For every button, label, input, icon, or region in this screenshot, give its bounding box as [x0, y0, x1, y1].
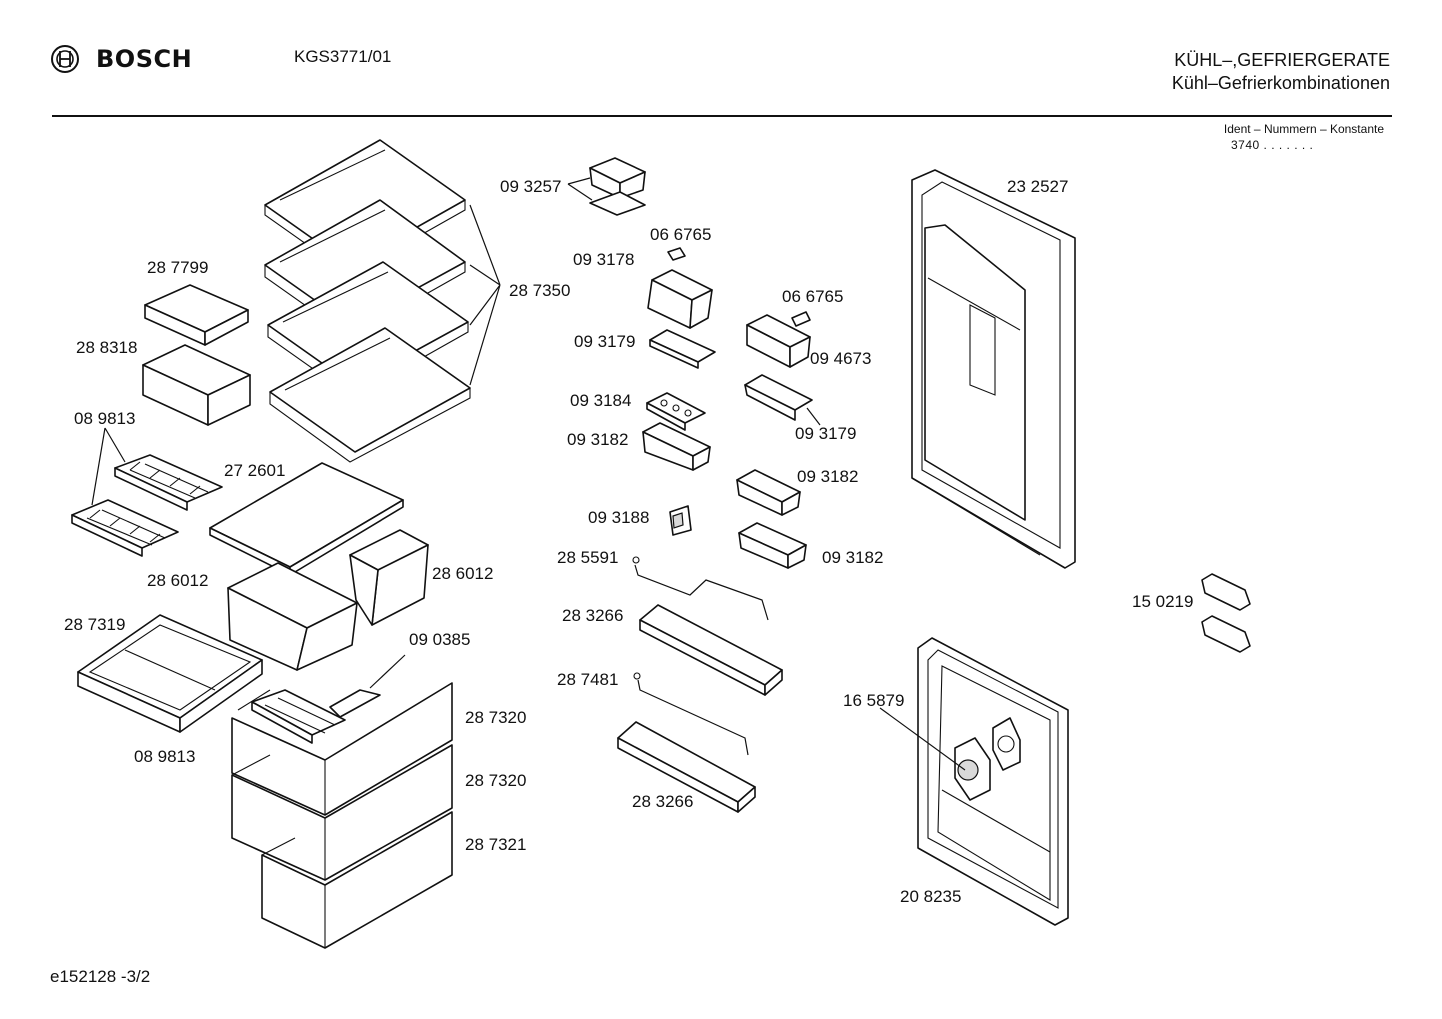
freezer-drawer[interactable]: [261, 811, 453, 949]
leader-line: [567, 177, 593, 201]
part-label: 28 7319: [64, 615, 125, 634]
egg-tray-lid[interactable]: [144, 284, 249, 346]
part-label: 28 7321: [465, 835, 526, 854]
part-label: 09 4673: [810, 349, 871, 368]
dairy-compartment[interactable]: [589, 157, 646, 216]
ident-title: Ident – Nummern – Konstante: [1223, 122, 1384, 136]
ident-value: 3740 . . . . . . .: [1231, 138, 1314, 152]
door-shelf-small[interactable]: [738, 522, 807, 569]
retaining-wire[interactable]: [633, 672, 749, 756]
part-label: 28 5591: [557, 548, 618, 567]
part-label: 09 3184: [570, 391, 631, 410]
part-label: 28 7320: [465, 708, 526, 727]
door-rack[interactable]: [639, 604, 783, 696]
document-code: e152128 -3/2: [50, 967, 151, 986]
brand-name: BOSCH: [96, 45, 193, 73]
leader-line: [806, 407, 821, 426]
door-rack[interactable]: [617, 721, 756, 813]
model-number: KGS3771/01: [294, 47, 392, 66]
part-label: 23 2527: [1007, 177, 1068, 196]
fridge-door[interactable]: [911, 169, 1076, 569]
part-label: 28 7799: [147, 258, 208, 277]
category-subtitle: Kühl–Gefrierkombinationen: [1171, 73, 1390, 93]
part-label: 09 3188: [588, 508, 649, 527]
crisper-cover[interactable]: [77, 614, 263, 733]
part-label: 28 8318: [76, 338, 137, 357]
butter-box[interactable]: [142, 344, 251, 426]
thermostat-knob[interactable]: [954, 717, 1021, 801]
freezer-drawer[interactable]: [231, 682, 453, 816]
part-label: 27 2601: [224, 461, 285, 480]
egg-insert[interactable]: [646, 392, 706, 431]
brand-header: BOSCH: [50, 44, 192, 74]
vegetable-crisper[interactable]: [349, 529, 429, 626]
part-label: 09 3179: [574, 332, 635, 351]
ice-cube-tray[interactable]: [71, 499, 179, 557]
part-label: 16 5879: [843, 691, 904, 710]
part-label: 15 0219: [1132, 592, 1193, 611]
retaining-wire[interactable]: [632, 556, 769, 621]
part-label: 28 3266: [562, 606, 623, 625]
part-label: 28 3266: [632, 792, 693, 811]
part-label: 06 6765: [650, 225, 711, 244]
part-label: 09 3182: [567, 430, 628, 449]
door-bin[interactable]: [746, 314, 811, 368]
ice-scraper[interactable]: [329, 654, 406, 718]
part-label: 09 3178: [573, 250, 634, 269]
part-label: 28 7481: [557, 670, 618, 689]
ice-cube-tray[interactable]: [114, 454, 223, 511]
part-label: 06 6765: [782, 287, 843, 306]
door-bin[interactable]: [647, 269, 713, 329]
part-label: 20 8235: [900, 887, 961, 906]
part-label: 09 0385: [409, 630, 470, 649]
door-handle[interactable]: [1201, 573, 1251, 611]
header-divider: [52, 115, 1392, 117]
door-shelf-small[interactable]: [744, 374, 813, 421]
part-label: 28 6012: [147, 571, 208, 590]
light-switch[interactable]: [669, 505, 692, 536]
leader-line: [91, 427, 126, 506]
part-label: 09 3179: [795, 424, 856, 443]
door-shelf-small[interactable]: [649, 329, 716, 369]
door-shelf-small[interactable]: [642, 422, 711, 471]
part-label: 28 7350: [509, 281, 570, 300]
leader-line: [879, 707, 966, 771]
part-label: 28 6012: [432, 564, 493, 583]
part-label: 09 3182: [797, 467, 858, 486]
part-label: 09 3257: [500, 177, 561, 196]
part-label: 28 7320: [465, 771, 526, 790]
glass-shelf[interactable]: [269, 327, 471, 463]
shelf-stack-drawing: [264, 139, 471, 463]
clip-screw[interactable]: [791, 311, 811, 327]
ice-cube-tray[interactable]: [251, 689, 346, 744]
freezer-door[interactable]: [917, 637, 1069, 926]
part-label: 09 3182: [822, 548, 883, 567]
door-handle[interactable]: [1201, 615, 1251, 653]
clip-screw[interactable]: [667, 247, 686, 261]
part-label: 08 9813: [134, 747, 195, 766]
category-title: KÜHL–,GEFRIERGERATE: [1174, 50, 1390, 70]
freezer-drawer[interactable]: [231, 744, 453, 881]
part-label: 08 9813: [74, 409, 135, 428]
vegetable-crisper[interactable]: [227, 562, 358, 671]
part-labels: 28 7799 28 8318 08 9813 27 2601 28 6012 …: [64, 177, 1193, 906]
bosch-logo-icon: [51, 45, 79, 73]
door-shelf-small[interactable]: [736, 469, 801, 516]
leader-line: [469, 204, 501, 386]
